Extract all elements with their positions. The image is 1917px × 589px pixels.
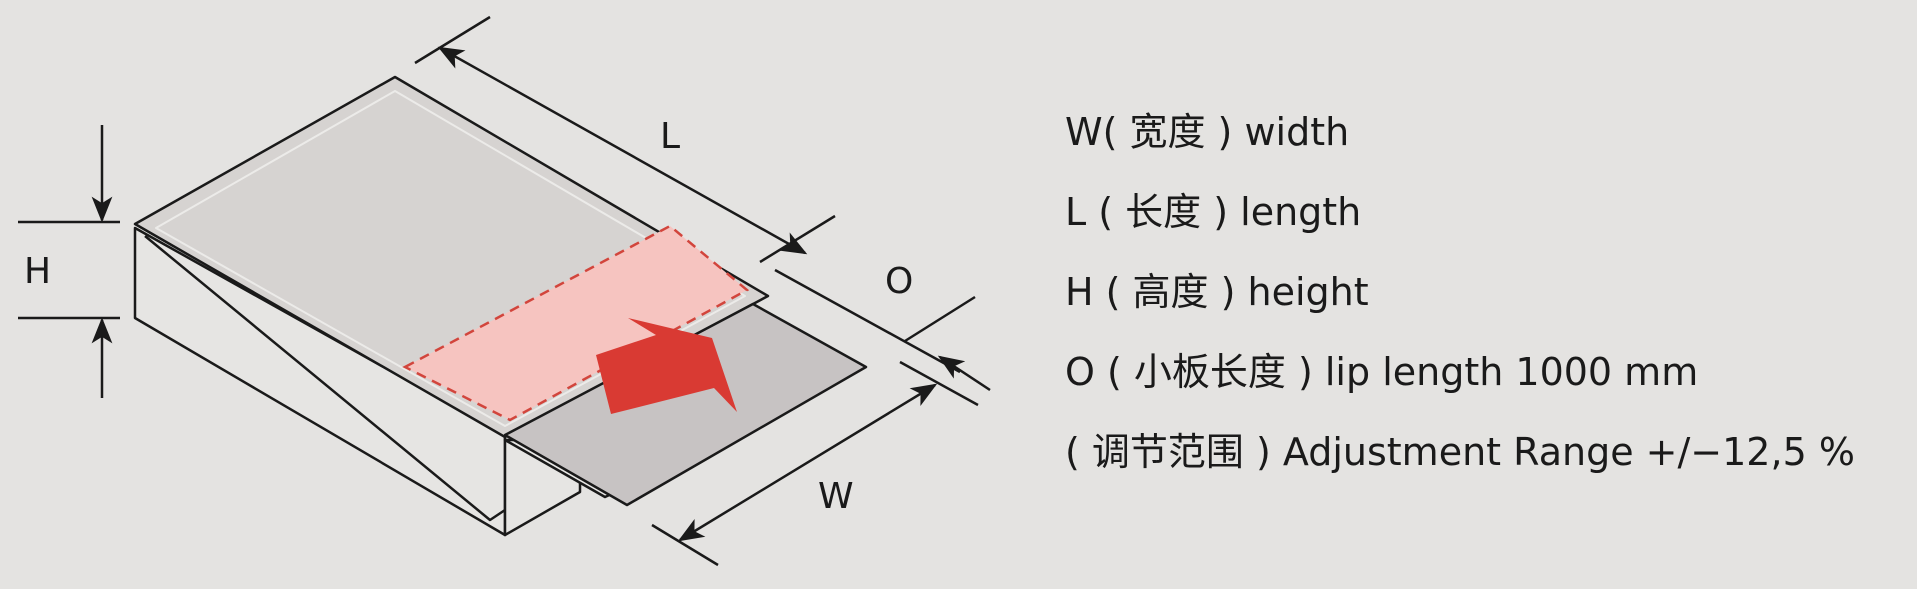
width-label: W [818, 476, 854, 517]
legend-item-width: W( 宽度 ) width [1065, 110, 1350, 154]
lip-extension-line [904, 295, 976, 343]
length-extension-line-back [414, 15, 491, 65]
length-dimension-line [437, 46, 808, 255]
length-extension-line-front [759, 214, 836, 264]
legend-item-height: H ( 高度 ) height [1065, 270, 1369, 314]
length-label: L [660, 116, 680, 157]
height-label: H [24, 251, 51, 292]
lip-dimension-line [774, 268, 961, 374]
width-dimension-line [677, 383, 938, 542]
lip-zone [402, 224, 750, 422]
side-support-beam [144, 235, 506, 522]
lip-label: O [885, 261, 913, 302]
platform-inner-border [155, 90, 746, 427]
width-extension-line-left [651, 523, 719, 567]
lip-arrow [937, 355, 991, 392]
legend-item-length: L ( 长度 ) length [1065, 190, 1362, 234]
legend-item-lip-length: O ( 小板长度 ) lip length 1000 mm [1065, 350, 1699, 394]
legend-item-adjustment-range: ( 调节范围 ) Adjustment Range +/−12,5 % [1065, 430, 1855, 474]
width-extension-line-right [899, 360, 979, 407]
dimension-legend: W( 宽度 ) width L ( 长度 ) length H ( 高度 ) h… [1065, 92, 1855, 492]
dimension-lines [18, 15, 991, 567]
